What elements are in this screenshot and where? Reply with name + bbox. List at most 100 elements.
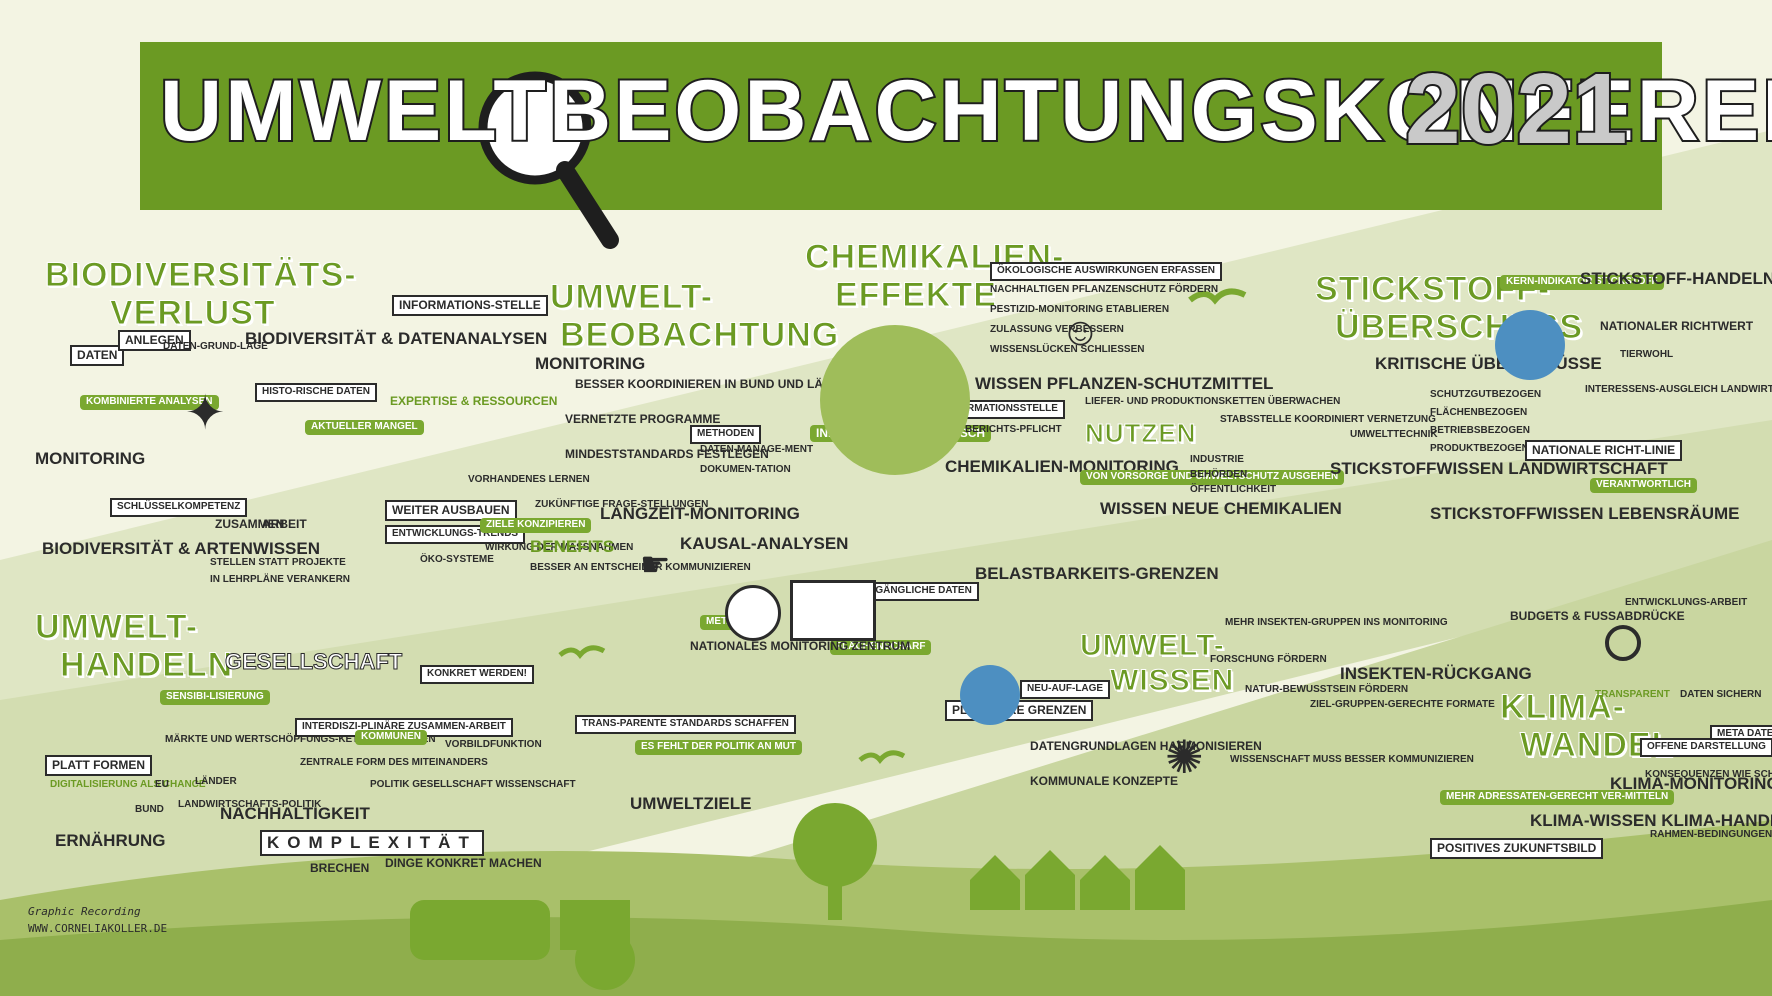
heading-umweltbeobachtung-2: BEOBACHTUNG <box>559 316 840 354</box>
label-behoerden: BEHÖRDEN <box>1190 469 1248 480</box>
label-umweltziele: UMWELTZIELE <box>630 794 752 813</box>
heading-umweltbeobachtung-1: UMWELT- <box>549 278 714 316</box>
label-flaechenscharf: FLÄCHENSCHARF <box>830 640 932 655</box>
wasp-icon: ✺ <box>1165 731 1204 783</box>
heading-umweltwissen-2: WISSEN <box>1109 664 1235 697</box>
label-brechen: BRECHEN <box>310 861 370 875</box>
label-plattformen: PLATT FORMEN <box>45 755 153 776</box>
label-landwirtschaftspolitik: LANDWIRTSCHAFTS-POLITIK <box>178 799 322 810</box>
label-wissensluecken: WISSENSLÜCKEN SCHLIESSEN <box>990 344 1145 355</box>
label-datengrundlagen: DATENGRUNDLAGEN HARMONISIEREN <box>1030 739 1262 753</box>
label-nationales-zentrum: NATIONALES MONITORING ZENTRUM <box>690 639 911 653</box>
label-kommunale-konzepte: KOMMUNALE KONZEPTE <box>1030 774 1178 788</box>
label-gesellschaft: GESELLSCHAFT <box>224 649 403 674</box>
page-title: UMWELTBEOBACHTUNGSKONFERENZ <box>158 61 1772 161</box>
label-anlegen: ANLEGEN <box>118 330 191 351</box>
label-nachhaltigkeit: NACHHALTIGKEIT <box>220 804 370 823</box>
label-dinge-konkret: DINGE KONKRET MACHEN <box>385 856 542 870</box>
label-maerkte: MÄRKTE UND WERTSCHÖPFUNGS-KETTEN SCHAFFE… <box>165 734 436 745</box>
label-kombinierte-analysen: KOMBINIERTE ANALYSEN <box>80 395 219 410</box>
label-oekosysteme: ÖKO-SYSTEME <box>420 554 494 565</box>
label-nutzen: NUTZEN <box>1084 418 1197 448</box>
label-stabsstelle: STABSSTELLE KOORDINIERT VERNETZUNG <box>1220 414 1436 425</box>
eye-icon <box>725 585 781 641</box>
label-arbeit: ARBEIT <box>262 517 307 531</box>
label-langzeitmonitoring: LANGZEIT-MONITORING <box>600 504 800 523</box>
label-tierwohl: TIERWOHL <box>1620 349 1674 360</box>
label-stickstoffwissen-landwirtschaft: STICKSTOFFWISSEN LANDWIRTSCHAFT <box>1330 459 1668 478</box>
label-stickstoff-handeln: STICKSTOFF-HANDELN <box>1580 269 1772 288</box>
credit-line-2: WWW.CORNELIAKOLLER.DE <box>28 922 168 935</box>
label-historische-daten: HISTO-RISCHE DATEN <box>255 383 377 402</box>
label-zulassung: ZULASSUNG VERBESSERN <box>990 324 1124 335</box>
label-vorhandenes-lernen: VORHANDENES LERNEN <box>468 474 590 485</box>
label-produktbezogen: PRODUKTBEZOGEN <box>1430 443 1529 454</box>
label-vorbildfunktion: VORBILDFUNKTION <box>445 739 542 750</box>
laptop-icon <box>790 580 876 641</box>
label-schluesselkompetenz: SCHLÜSSELKOMPETENZ <box>110 498 248 517</box>
label-zusammen: ZUSAMMEN <box>215 517 285 531</box>
label-betriebsbezogen: BETRIEBSBEZOGEN <box>1430 425 1531 436</box>
label-umwelttechnik: UMWELTTECHNIK <box>1350 429 1438 440</box>
label-besser-entscheider: BESSER AN ENTSCHEIDER KOMMUNIZIEREN <box>530 562 751 573</box>
label-industrie: INDUSTRIE <box>1190 454 1244 465</box>
label-verantwortlich: VERANTWORTLICH <box>1590 478 1697 493</box>
label-politik-gesellschaft: POLITIK GESELLSCHAFT WISSENSCHAFT <box>370 779 576 790</box>
label-daten: DATEN <box>70 345 125 366</box>
label-forschung-foerdern: FORSCHUNG FÖRDERN <box>1210 654 1327 665</box>
person-pointing-icon: ☛ <box>640 546 671 584</box>
heading-biodiversitaet-1: BIODIVERSITÄTS- <box>45 256 357 294</box>
label-lieferketten: LIEFER- UND PRODUKTIONSKETTEN ÜBERWACHEN <box>1085 396 1341 407</box>
credit-line-1: Graphic Recording <box>28 905 141 918</box>
heading-chemikalien-2: EFFEKTE <box>835 276 997 314</box>
label-adressatengerecht: MEHR ADRESSATEN-GERECHT VER-MITTELN <box>1440 790 1675 805</box>
label-berichtspflicht: BERICHTS-PFLICHT <box>965 424 1062 435</box>
label-belastbarkeitsgrenzen: BELASTBARKEITS-GRENZEN <box>975 564 1219 583</box>
title-year: 2021 <box>1403 51 1629 167</box>
label-dokumentation: DOKUMEN-TATION <box>700 464 791 475</box>
label-klimawissen: KLIMA-WISSEN KLIMA-HANDELN <box>1530 811 1772 830</box>
label-laender: LÄNDER <box>195 776 237 787</box>
label-klimamonitoring: KLIMA-MONITORING <box>1610 774 1772 793</box>
label-wirkung-massnahmen: WIRKUNG DER MASSNAHMEN <box>485 542 634 553</box>
scientist-icon: ☺ <box>1060 310 1101 354</box>
label-besser-koordinieren: BESSER KOORDINIEREN IN BUND UND LÄNDERN <box>575 377 866 391</box>
heading-klima-1: KLIMA- <box>1500 688 1625 726</box>
label-vernetzte-programme: VERNETZTE PROGRAMME <box>565 412 721 426</box>
label-sensibilisierung: SENSIBI-LISIERUNG <box>160 690 270 705</box>
label-oekologische-auswirkungen: ÖKOLOGISCHE AUSWIRKUNGEN ERFASSEN <box>990 262 1222 281</box>
label-biodiv-datenanalysen: BIODIVERSITÄT & DATENANALYSEN <box>245 329 548 348</box>
label-artenwissen: BIODIVERSITÄT & ARTENWISSEN <box>42 539 320 558</box>
label-zugaengliche-daten: ZUGÄNGLICHE DATEN <box>855 582 979 601</box>
label-budgets: BUDGETS & FUSSABDRÜCKE <box>1510 609 1685 623</box>
globe-icon <box>1495 310 1565 380</box>
label-nationaler-richtwert: NATIONALER RICHTWERT <box>1600 319 1754 333</box>
label-schutzgutbezogen: SCHUTZGUTBEZOGEN <box>1430 389 1542 400</box>
label-ziele-konzipieren: ZIELE KONZIPIEREN <box>480 518 592 533</box>
label-digitalisierung: DIGITALISIERUNG ALS CHANCE <box>50 779 206 790</box>
label-wissen-neue-chemikalien: WISSEN NEUE CHEMIKALIEN <box>1100 499 1342 518</box>
label-benefits: BENEFITS <box>530 537 615 556</box>
label-monitoring-bio: MONITORING <box>35 449 146 468</box>
label-weiter-ausbauen: WEITER AUSBAUEN <box>385 500 517 521</box>
label-kernindikator: KERN-INDIKATOR STICKSTOFF <box>1500 275 1664 290</box>
label-mehr-insektengruppen: MEHR INSEKTEN-GRUPPEN INS MONITORING <box>1225 617 1448 628</box>
label-interessensausgleich: INTERESSENS-AUSGLEICH LANDWIRTSCHAFT <box>1585 384 1772 395</box>
label-monitoring-ub: MONITORING <box>535 354 646 373</box>
label-pflanzenschutz: NACHHALTIGEN PFLANZENSCHUTZ FÖRDERN <box>990 284 1219 295</box>
germany-map-icon <box>820 325 970 475</box>
label-offene-darstellung: OFFENE DARSTELLUNG <box>1640 738 1772 757</box>
heading-umwelthandeln-2: HANDELN <box>59 646 234 684</box>
label-neuauflage: NEU-AUF-LAGE <box>1020 680 1111 699</box>
label-mindeststandards: MINDESTSTANDARDS FESTLEGEN <box>565 447 769 461</box>
eagle-icon: ✦ <box>185 387 226 440</box>
label-daten-sichern: DATEN SICHERN <box>1680 689 1762 700</box>
magnifier-icon <box>1605 625 1641 661</box>
label-eu: EU <box>155 779 169 790</box>
label-ernaehrung: ERNÄHRUNG <box>55 831 166 850</box>
label-expertise: EXPERTISE & RESSOURCEN <box>390 394 558 408</box>
label-politik-mut: ES FEHLT DER POLITIK AN MUT <box>635 740 802 755</box>
heading-umwelthandeln-1: UMWELT- <box>34 608 199 646</box>
label-konkret-werden: KONKRET WERDEN! <box>420 665 534 684</box>
label-positives-zukunftsbild: POSITIVES ZUKUNFTSBILD <box>1430 838 1604 859</box>
